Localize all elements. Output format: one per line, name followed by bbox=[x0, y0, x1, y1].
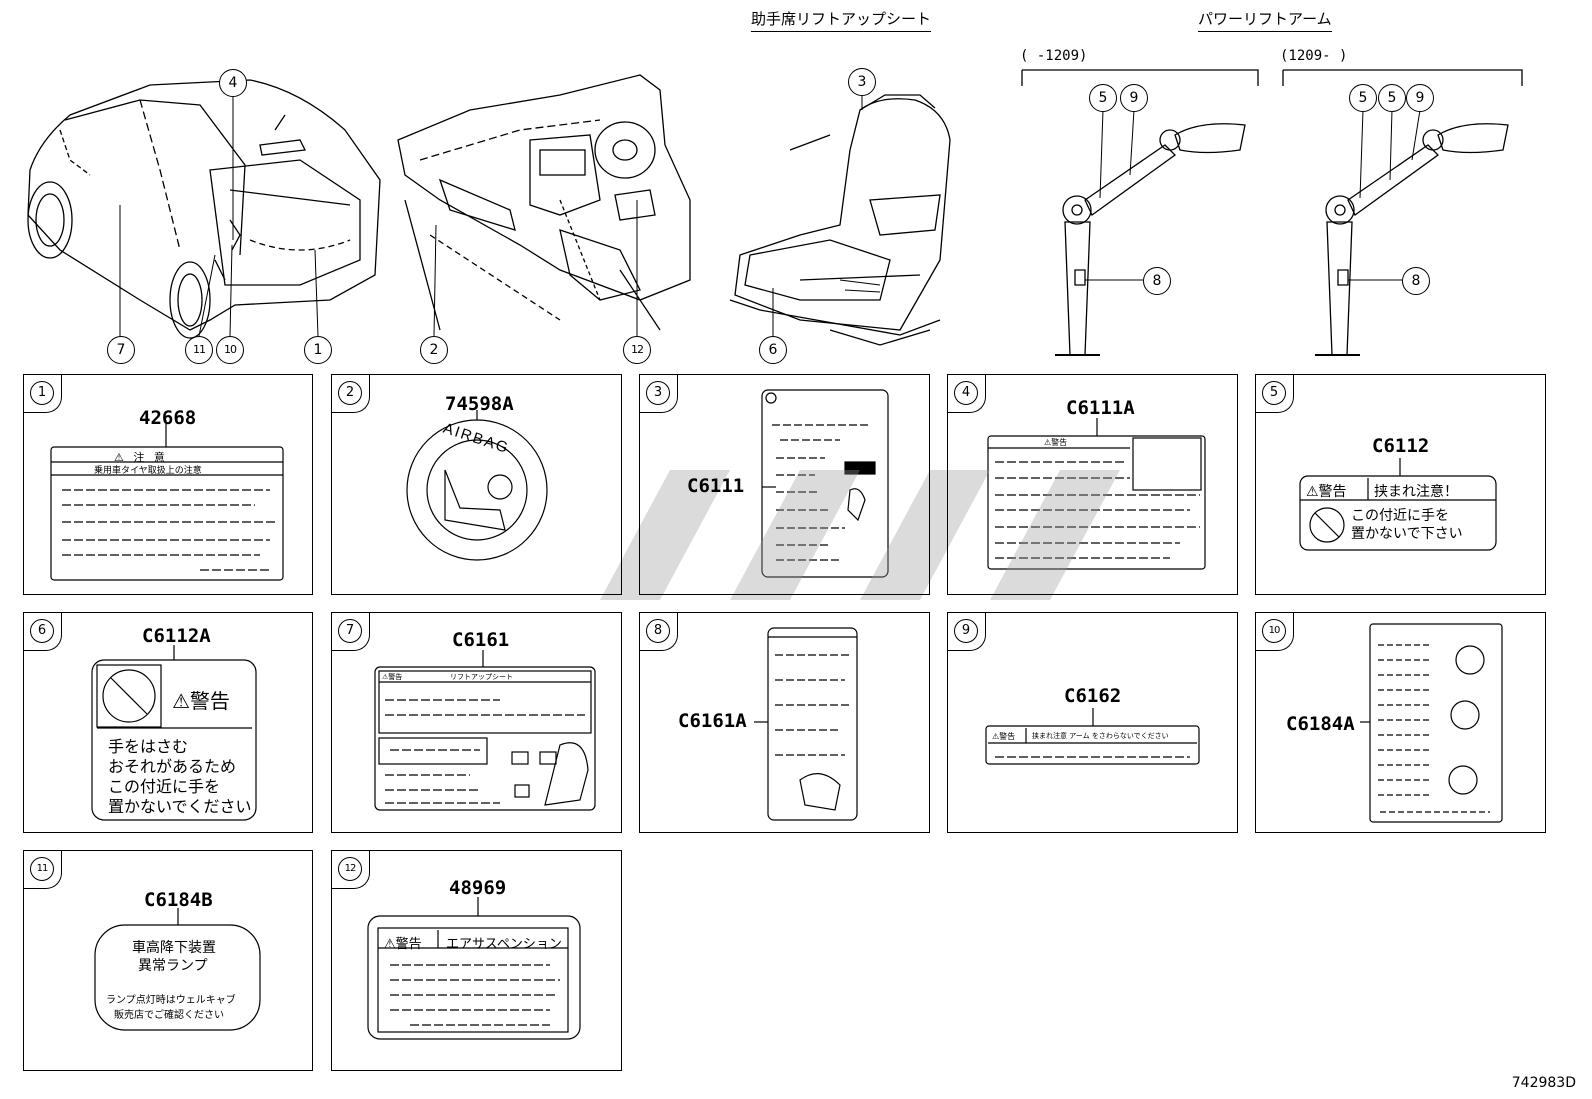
panel-number: 7 bbox=[332, 613, 370, 651]
label-panel-9[interactable]: 9 C6162 ⚠警告 挟まれ注意 アーム をさわらないでください bbox=[947, 612, 1238, 833]
car-rear-drawing bbox=[27, 79, 381, 339]
callout-5-left: 5 bbox=[1089, 84, 1117, 112]
dashboard-drawing bbox=[397, 74, 691, 331]
callout-2: 2 bbox=[420, 336, 448, 364]
warning-line-1: 手をはさむ bbox=[108, 737, 189, 756]
arm-range-right: (1209- ) bbox=[1280, 48, 1348, 64]
panel-number: 2 bbox=[332, 375, 370, 413]
panel-number: 8 bbox=[640, 613, 678, 651]
lamp-title-1: 車高降下装置 bbox=[132, 940, 216, 956]
callout-5a-right: 5 bbox=[1349, 84, 1377, 112]
part-code: 74598A bbox=[445, 393, 514, 415]
label-subheading: 乗用車タイヤ取扱上の注意 bbox=[94, 466, 202, 476]
label-panel-5[interactable]: 5 C6112 ⚠警告 挟まれ注意！ この付近に手を 置かないで下さい bbox=[1255, 374, 1546, 595]
panel-number: 12 bbox=[332, 851, 370, 889]
part-code: C6184B bbox=[144, 889, 213, 911]
part-code: 42668 bbox=[139, 407, 197, 429]
callout-10: 10 bbox=[216, 336, 244, 364]
lamp-note-2: 販売店でご確認ください bbox=[114, 1010, 224, 1021]
part-code: C6112A bbox=[142, 625, 211, 647]
leader-lines bbox=[119, 90, 1421, 337]
power-lift-arm-left-drawing bbox=[1021, 69, 1259, 356]
label-subheading: リフトアップシート bbox=[450, 673, 513, 681]
part-code: C6184A bbox=[1286, 713, 1355, 735]
part-code: C6112 bbox=[1372, 435, 1430, 457]
label-panel-8[interactable]: 8 C6161A bbox=[639, 612, 930, 833]
label-panel-11[interactable]: 11 C6184B 車高降下装置 異常ランプ ランプ点灯時はウェルキャブ 販売店… bbox=[23, 850, 313, 1071]
label-heading: ⚠警告 bbox=[992, 732, 1016, 741]
part-code: C6111A bbox=[1066, 397, 1135, 419]
callout-8-right: 8 bbox=[1402, 267, 1430, 295]
label-panel-3[interactable]: 3 C6111 bbox=[639, 374, 930, 595]
warning-heading: ⚠警告 bbox=[384, 937, 422, 952]
callout-4: 4 bbox=[219, 69, 247, 97]
label-panel-12[interactable]: 12 48969 ⚠警告 エアサスペンション bbox=[331, 850, 622, 1071]
panel-number: 1 bbox=[24, 375, 62, 413]
label-panel-7[interactable]: 7 C6161 ⚠警告 リフトアップシート bbox=[331, 612, 622, 833]
callout-3: 3 bbox=[848, 68, 876, 96]
panel-number: 11 bbox=[24, 851, 62, 889]
airbag-text: AIRBAG bbox=[441, 419, 512, 458]
panel-number: 6 bbox=[24, 613, 62, 651]
label-panel-2[interactable]: 2 74598A AIRBAG bbox=[331, 374, 622, 595]
panel-number: 5 bbox=[1256, 375, 1294, 413]
label-panel-1[interactable]: 1 42668 ⚠ 注 意 乗用車タイヤ取扱上の注意 bbox=[23, 374, 313, 595]
arm-range-left: ( -1209) bbox=[1020, 48, 1088, 64]
label-heading: ⚠警告 bbox=[1044, 438, 1068, 447]
callout-5b-right: 5 bbox=[1378, 84, 1406, 112]
panel-number: 4 bbox=[948, 375, 986, 413]
label-panel-6[interactable]: 6 C6112A ⚠警告 手をはさむ おそれがあるため この付近に手を 置かない… bbox=[23, 612, 313, 833]
lamp-title-2: 異常ランプ bbox=[138, 958, 208, 974]
part-code: C6162 bbox=[1064, 685, 1122, 707]
section-title-power-lift-arm: パワーリフトアーム bbox=[1198, 8, 1332, 32]
callout-9-left: 9 bbox=[1120, 84, 1148, 112]
label-panel-10[interactable]: 10 C6184A bbox=[1255, 612, 1546, 833]
callout-12: 12 bbox=[623, 336, 651, 364]
callout-11: 11 bbox=[185, 336, 213, 364]
drawing-number: 742983D bbox=[1511, 1075, 1576, 1091]
warning-line-2: おそれがあるため bbox=[108, 757, 237, 776]
label-text: 挟まれ注意 アーム をさわらないでください bbox=[1032, 732, 1169, 740]
part-code: C6111 bbox=[687, 475, 745, 497]
callout-9-right: 9 bbox=[1406, 84, 1434, 112]
liftup-seat-drawing bbox=[729, 94, 951, 346]
watermark-logo bbox=[600, 470, 1120, 600]
warning-heading: ⚠警告 bbox=[1306, 484, 1347, 500]
air-suspension-text: エアサスペンション bbox=[446, 937, 562, 952]
panel-number: 3 bbox=[640, 375, 678, 413]
label-heading: ⚠ 注 意 bbox=[114, 451, 168, 464]
warning-line-2: 置かないで下さい bbox=[1351, 526, 1463, 542]
warning-heading: ⚠警告 bbox=[172, 689, 230, 713]
part-code: 48969 bbox=[449, 877, 507, 899]
warning-caution: 挟まれ注意！ bbox=[1374, 484, 1458, 500]
power-lift-arm-right-drawing bbox=[1282, 69, 1523, 356]
section-title-liftup-seat: 助手席リフトアップシート bbox=[751, 8, 932, 32]
warning-line-3: この付近に手を bbox=[108, 777, 221, 796]
lamp-note-1: ランプ点灯時はウェルキャブ bbox=[106, 995, 236, 1006]
callout-7: 7 bbox=[107, 336, 135, 364]
part-code: C6161 bbox=[452, 629, 510, 651]
warning-line-4: 置かないでください bbox=[108, 797, 252, 816]
label-panel-4[interactable]: 4 C6111A ⚠警告 bbox=[947, 374, 1238, 595]
panel-number: 10 bbox=[1256, 613, 1294, 651]
callout-6: 6 bbox=[759, 336, 787, 364]
warning-line-1: この付近に手を bbox=[1351, 508, 1449, 524]
callout-8-left: 8 bbox=[1143, 267, 1171, 295]
callout-1: 1 bbox=[304, 336, 332, 364]
label-heading: ⚠警告 bbox=[382, 673, 403, 681]
part-code: C6161A bbox=[678, 710, 747, 732]
panel-number: 9 bbox=[948, 613, 986, 651]
